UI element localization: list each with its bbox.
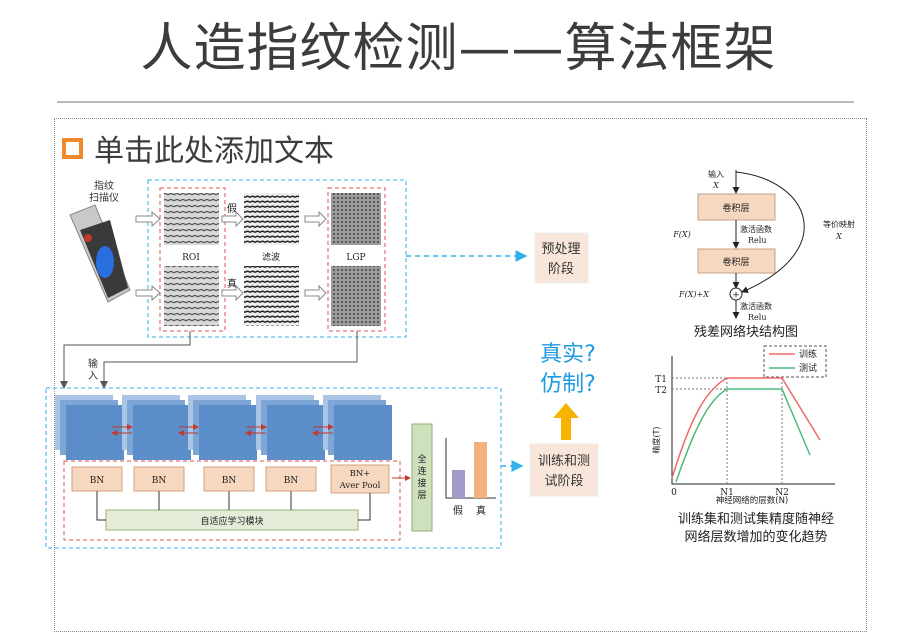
fc-label-4: 层 [417,490,426,501]
t1-label: T1 [655,375,667,385]
question-line2: 仿制? [540,372,596,397]
hollow-arrows [135,210,327,302]
resnet-conv-box-1 [697,193,776,221]
output-fake-label: 假 [453,504,463,517]
resnet-activation-1b: Relu [748,236,766,245]
bn-label-2: BN [152,476,167,486]
conv-blocks [55,395,392,460]
train-curve [671,377,821,479]
resnet-fx-label: F(X) [672,230,691,239]
roi-label: ROI [182,253,200,263]
adaptive-module-links [96,491,371,521]
resnet-conv-box-2 [697,248,776,274]
lgp-group-frame [327,187,386,332]
resnet-input-var: X [712,181,719,190]
resnet-activation-2b: Relu [748,313,766,322]
accuracy-legend-box [763,345,827,378]
scanner-label-line2: 扫描仪 [89,191,119,204]
input-label-line2: 入 [88,371,98,382]
fingerprint-real-lgp-image [331,266,381,326]
resnet-caption: 残差网络块结构图 [694,324,798,340]
input-line-lgp [100,331,358,389]
resnet-conv-label-1: 卷积层 [722,202,749,214]
train-stage-label-line2: 试阶段 [544,474,583,489]
page-title: 人造指纹检测——算法框架 [140,19,777,79]
fingerprint-fake-lgp-image [331,193,381,245]
fc-label-2: 连 [417,465,426,477]
title-divider [57,101,854,103]
bn-group-frame [63,460,401,541]
bn-pool-label-line2: Aver Pool [339,481,381,491]
resnet-activation-1a: 激活函数 [740,224,772,234]
adaptive-module-label: 自适应学习模块 [200,515,263,527]
accuracy-caption-line1: 训练集和测试集精度随神经 [678,511,834,527]
fake-branch-label: 假 [227,202,237,215]
up-arrow-icon [553,403,579,440]
content-placeholder-frame[interactable] [54,118,867,632]
n2-label: N2 [775,488,789,498]
block-connection-arrows [111,424,334,436]
resnet-fx-plus-x: F(X)+X [678,290,709,299]
y-axis-label: 精度(T) [651,426,661,453]
resnet-identity-var: X [835,232,842,241]
placeholder-bullet-text[interactable]: 单击此处添加文本 [94,134,334,169]
test-curve [675,388,811,483]
fc-label-3: 接 [417,477,426,489]
bn-label-4: BN [284,476,299,486]
fingerprint-real-roi-image [164,266,219,326]
roi-group-frame [159,187,226,332]
resnet-identity-label: 等价映射 [823,219,855,229]
fingerprint-scanner-icon [69,204,131,303]
lgp-label: LGP [346,253,365,263]
output-fake-bar [452,470,465,498]
bn-pool-label-line1: BN+ [350,469,371,479]
preprocess-stage-label-line1: 预处理 [541,242,580,257]
scanner-label-line1: 指纹 [94,179,114,192]
resnet-conv-label-2: 卷积层 [722,256,749,268]
accuracy-caption-line2: 网络层数增加的变化趋势 [684,529,827,545]
resnet-input-label: 输入 [708,169,724,179]
fc-layer-box [411,423,433,532]
fingerprint-real-filtered-image [244,266,299,326]
legend-train-label: 训练 [799,348,817,360]
bn-label-3: BN [222,476,237,486]
origin-label: 0 [671,488,677,498]
resnet-activation-2a: 激活函数 [740,301,772,311]
train-stage-label-line1: 训练和测 [538,454,590,469]
fc-label-1: 全 [417,453,426,465]
preprocess-stage-label-line2: 阶段 [548,262,574,277]
real-branch-label: 真 [227,277,237,290]
train-test-stage-box [529,443,599,497]
output-real-bar [474,442,487,498]
bullet-square-icon [62,138,83,159]
input-line-roi [60,331,191,389]
resnet-add-symbol: + [732,291,740,301]
fingerprint-fake-roi-image [164,193,219,245]
preprocess-group-frame [147,179,407,338]
legend-test-label: 测试 [799,362,817,374]
question-line1: 真实? [540,342,596,367]
filter-label: 滤波 [262,251,280,263]
network-group-frame [45,387,502,549]
t2-label: T2 [655,386,667,396]
preprocess-stage-box [534,232,589,284]
fingerprint-fake-filtered-image [244,193,299,245]
bn-boxes [71,464,390,494]
n1-label: N1 [720,488,734,498]
bn-label-1: BN [90,476,105,486]
input-label-line1: 输 [88,357,98,370]
x-axis-label: 神经网络的层数(N) [716,495,789,506]
accuracy-axes [671,356,835,485]
resnet-identity-curve [735,171,805,293]
output-real-label: 真 [476,504,486,517]
